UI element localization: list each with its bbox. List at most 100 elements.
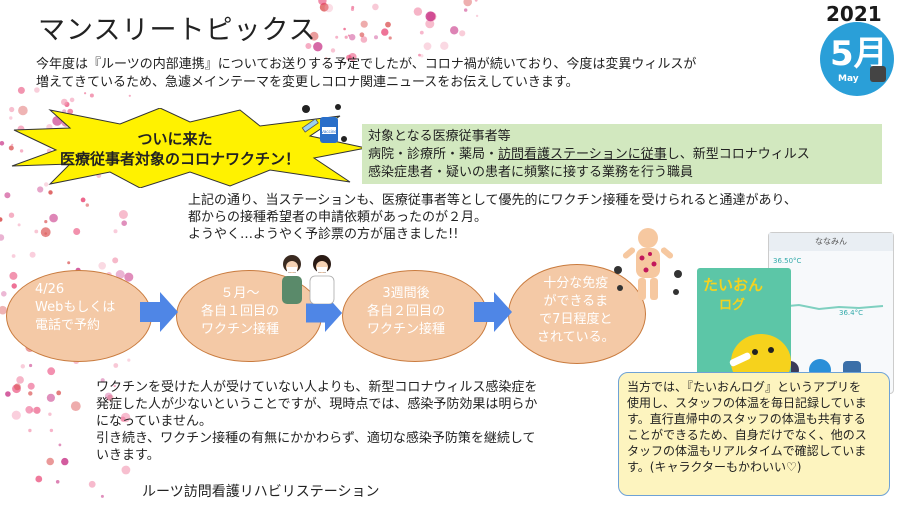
virus-icon: [673, 289, 679, 295]
decor-dot: [44, 220, 48, 224]
timeline-step-1: 4/26 Webもしくは 電話で予約: [6, 270, 152, 362]
vaccine-label: Vaccine: [321, 129, 337, 134]
decor-dot: [4, 192, 11, 199]
decor-dot: [16, 376, 24, 384]
decor-dot: [27, 382, 35, 390]
phone-title: ななみん: [769, 233, 893, 251]
decor-dot: [11, 143, 14, 146]
decor-dot: [58, 443, 62, 447]
decor-dot: [8, 212, 15, 218]
decor-dot: [107, 394, 114, 402]
decor-dot: [25, 406, 33, 414]
bottom-line-1: ワクチンを受けた人が受けていない人よりも、新型コロナウィルス感染症を: [96, 380, 538, 395]
decor-dot: [330, 48, 336, 53]
decor-dot: [47, 367, 56, 376]
decor-dot: [324, 3, 334, 13]
decor-dot: [475, 14, 479, 18]
timeline-step-4: 十分な免疫 ができるま で7日程度と されている。: [508, 264, 646, 364]
decor-dot: [11, 410, 21, 420]
decor-dot: [350, 7, 355, 11]
decor-dot: [69, 97, 75, 103]
mid-line-3: ようやく…ようやく予診票の方が届きました!!: [188, 227, 459, 242]
decor-dot: [12, 384, 21, 394]
virus-icon: [341, 136, 347, 142]
decor-dot: [118, 210, 128, 219]
decor-dot: [11, 283, 17, 289]
virus-icon: [302, 105, 310, 113]
decor-dot: [88, 480, 96, 488]
decor-dot: [344, 35, 348, 39]
decor-dot: [28, 391, 33, 396]
note-line-1: 当方では、『たいおんログ』というアプリを: [627, 380, 862, 394]
timeline-step-3: 3週間後 各自２回目の ワクチン接種: [342, 270, 488, 362]
decor-dot: [46, 457, 54, 466]
note-line-3: す。直行直帰中のスタッフの体温も共有する: [627, 412, 866, 426]
decor-dot: [347, 34, 350, 37]
decor-dot: [5, 391, 11, 397]
decor-dot: [425, 19, 435, 29]
decor-dot: [113, 384, 116, 388]
headline-burst: [11, 108, 367, 188]
decor-dot: [440, 41, 449, 50]
intro-text: 今年度は『ルーツの内部連携』についてお送りする予定でしたが、コロナ禍が続いており…: [36, 56, 806, 92]
decor-dot: [419, 30, 424, 35]
decor-dot: [40, 227, 51, 238]
decor-dot: [0, 234, 5, 241]
decor-dot: [420, 54, 424, 58]
decor-dot: [464, 8, 468, 12]
decor-dot: [0, 305, 7, 315]
decor-dot: [388, 36, 392, 40]
app-logo-sub: ログ: [719, 298, 746, 313]
decor-dot: [372, 3, 379, 11]
decor-dot: [85, 203, 90, 207]
note-line-5: タッフの体温もリアルタイムで確認していま: [627, 444, 867, 458]
note-line-2: 使用し、スタッフの体温を毎日記録していま: [627, 396, 867, 410]
intro-line-2: 増えてきているため、急遽メインテーマを変更しコロナ関連ニュースをお伝えしていきま…: [36, 75, 579, 90]
decor-dot: [67, 261, 71, 265]
phone-reading-1: 36.50°C: [773, 257, 802, 265]
virus-icon: [614, 266, 622, 274]
decor-dot: [11, 254, 16, 258]
burst-shape: [11, 108, 367, 188]
decor-dot: [0, 217, 3, 222]
decor-dot: [1, 291, 7, 297]
decor-dot: [305, 43, 312, 49]
decor-dot: [17, 86, 25, 94]
decor-dot: [423, 42, 432, 51]
decor-dot: [8, 145, 14, 151]
app-logo-text: たいおん: [703, 276, 764, 294]
decor-dot: [35, 475, 43, 483]
decor-dot: [9, 116, 13, 120]
decor-dot: [374, 35, 378, 40]
mid-line-1: 上記の通り、当ステーションも、医療従事者等として優先的にワクチン接種を受けられる…: [188, 193, 797, 208]
decor-dot: [113, 363, 119, 368]
phone-reading-2: 36.4°C: [839, 309, 863, 317]
mid-text: 上記の通り、当ステーションも、医療従事者等として優先的にワクチン接種を受けられる…: [188, 192, 888, 243]
timeline-step-2: ５月～ 各自１回目の ワクチン接種: [176, 270, 322, 362]
decor-dot: [100, 494, 104, 498]
target-line-2: 病院・診療所・薬局・訪問看護ステーションに従事し、新型コロナウィルス: [368, 147, 810, 162]
decor-dot: [46, 393, 56, 402]
decor-dot: [313, 42, 323, 52]
intro-line-1: 今年度は『ルーツの内部連携』についてお送りする予定でしたが、コロナ禍が続いており…: [36, 57, 697, 72]
decor-dot: [89, 93, 94, 98]
decor-dot: [474, 0, 478, 2]
virus-icon: [617, 285, 623, 291]
decor-dot: [17, 223, 21, 227]
bottom-line-2: 発症した人が少ないということですが、現時点では、感染予防効果は明らか: [96, 397, 538, 412]
note-line-4: ことができるため、自身だけでなく、他のス: [627, 428, 867, 442]
footer-org-name: ルーツ訪問看護リハビリステーション: [142, 484, 380, 500]
decor-dot: [29, 363, 33, 368]
decor-dot: [124, 272, 134, 282]
decor-dot: [48, 412, 52, 416]
virus-icon: [674, 270, 682, 278]
app-logo-card: たいおん ログ: [697, 268, 791, 388]
headline-line-2: 医療従事者対象のコロナワクチン！: [59, 150, 300, 168]
app-note-box: 当方では、『たいおんログ』というアプリを 使用し、スタッフの体温を毎日記録してい…: [618, 372, 890, 496]
vaccination-illustration: [282, 255, 335, 304]
decor-dot: [120, 412, 131, 423]
decor-dot: [360, 36, 368, 43]
decor-dot: [359, 32, 365, 38]
decor-dot: [100, 378, 105, 383]
decor-dot: [14, 383, 21, 391]
